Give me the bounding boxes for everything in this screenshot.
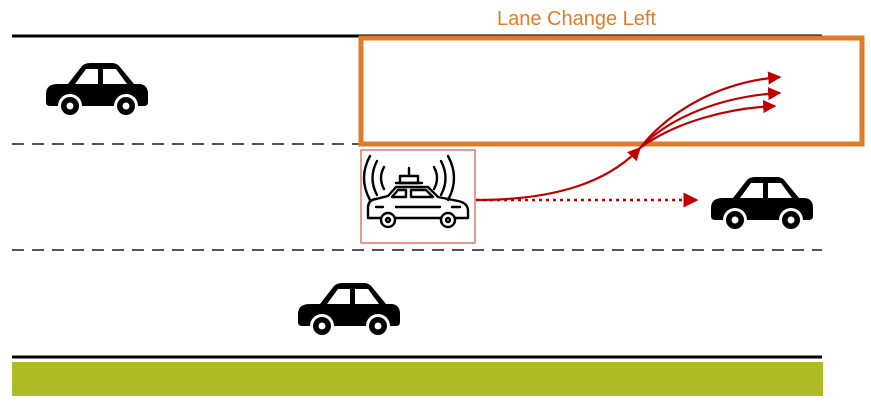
- lane-change-trajectory-option-1: [639, 71, 782, 149]
- lane-change-trajectory-option-2: [639, 87, 782, 149]
- car-ahead-middle-lane: [711, 177, 813, 232]
- autonomous-car-icon: [362, 154, 470, 229]
- car-left-lane: [46, 63, 148, 118]
- ego-vehicle: [360, 149, 476, 244]
- lane-change-trajectory-option-3: [639, 99, 777, 149]
- target-zone-label: Lane Change Left: [497, 8, 656, 30]
- target-zone-box: [358, 35, 865, 147]
- lane-change-trajectory-main: [475, 147, 641, 202]
- grass-shoulder: [12, 362, 823, 396]
- car-right-lane: [298, 283, 400, 338]
